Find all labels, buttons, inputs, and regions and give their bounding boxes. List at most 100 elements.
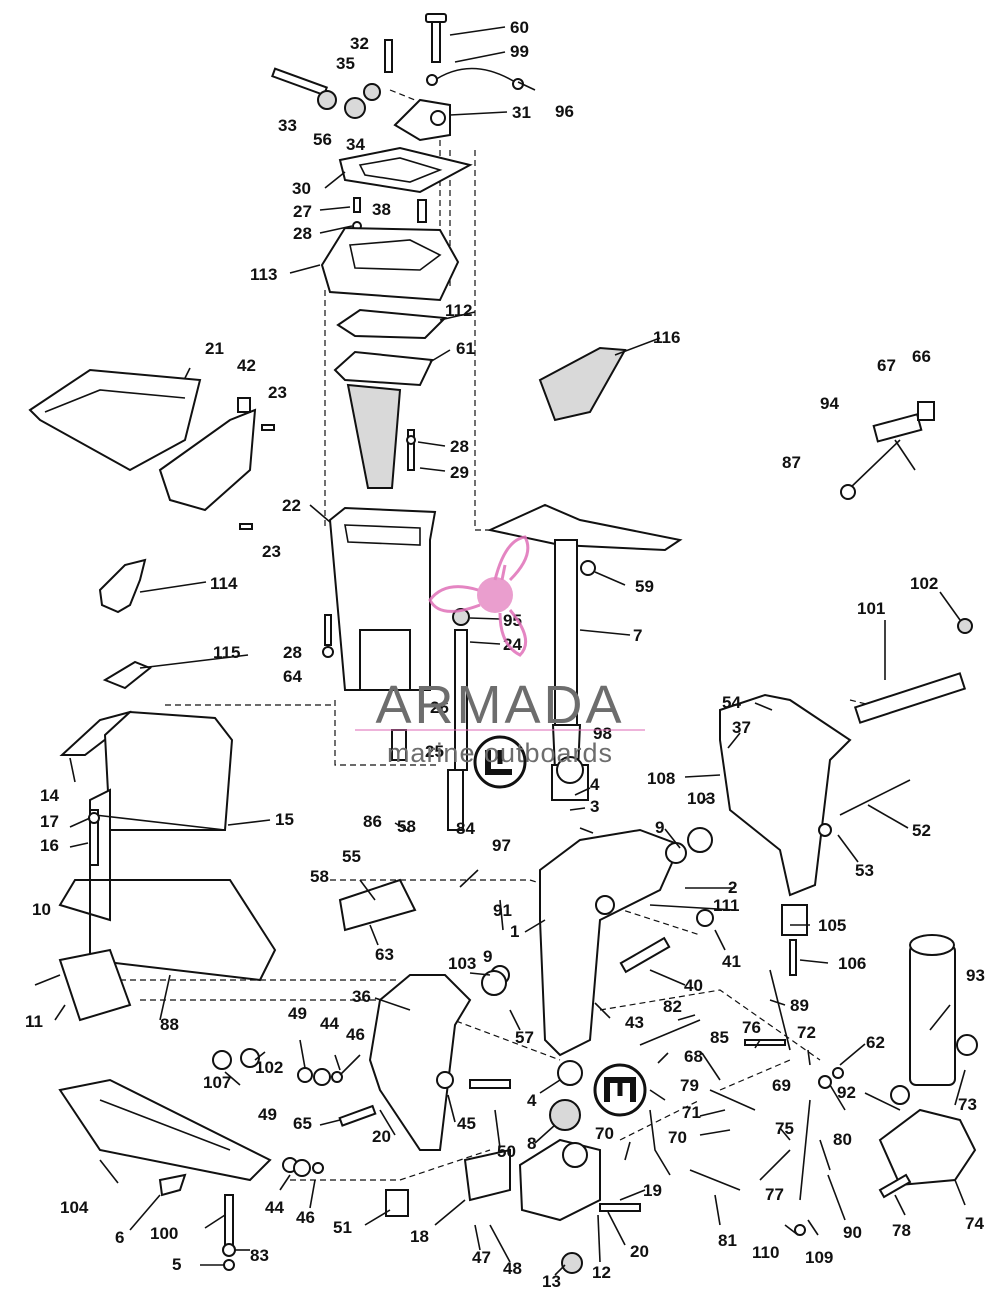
callout-20-lower: 20 bbox=[630, 1242, 649, 1261]
callout-70-b: 70 bbox=[668, 1128, 687, 1147]
lower-unit-cover bbox=[58, 948, 272, 1271]
callout-36: 36 bbox=[352, 987, 371, 1006]
callout-104: 104 bbox=[60, 1198, 89, 1217]
callout-54: 54 bbox=[722, 693, 741, 712]
callout-91: 91 bbox=[493, 901, 512, 920]
callout-3: 3 bbox=[590, 797, 599, 816]
callout-27: 27 bbox=[293, 202, 312, 221]
callout-79: 79 bbox=[680, 1076, 699, 1095]
callout-74: 74 bbox=[965, 1214, 984, 1233]
water-tube bbox=[391, 608, 470, 831]
callout-15: 15 bbox=[275, 810, 294, 829]
callout-26: 26 bbox=[430, 698, 449, 717]
lower-cowl bbox=[28, 368, 275, 530]
callout-16: 16 bbox=[40, 836, 59, 855]
grease-symbol-top bbox=[473, 735, 527, 789]
callout-73: 73 bbox=[958, 1095, 977, 1114]
clamp-and-bushings bbox=[463, 1060, 641, 1274]
callout-66: 66 bbox=[912, 347, 931, 366]
callout-22: 22 bbox=[282, 496, 301, 515]
callout-38: 38 bbox=[372, 200, 391, 219]
callout-90: 90 bbox=[843, 1223, 862, 1242]
callout-62: 62 bbox=[866, 1033, 885, 1052]
callout-19: 19 bbox=[643, 1181, 662, 1200]
callout-76: 76 bbox=[742, 1018, 761, 1037]
shift-lever-assembly bbox=[840, 401, 935, 500]
callout-29: 29 bbox=[450, 463, 469, 482]
callout-87: 87 bbox=[782, 453, 801, 472]
callout-102: 102 bbox=[910, 574, 938, 593]
callout-112: 112 bbox=[445, 301, 472, 320]
callout-107: 107 bbox=[203, 1073, 231, 1092]
callout-28-left: 28 bbox=[283, 643, 302, 662]
hardware-left bbox=[212, 878, 417, 1217]
callout-46: 46 bbox=[346, 1025, 365, 1044]
callout-67: 67 bbox=[877, 356, 896, 375]
callout-49: 49 bbox=[288, 1004, 307, 1023]
callout-88: 88 bbox=[160, 1015, 179, 1034]
callout-46-lower: 46 bbox=[296, 1208, 315, 1227]
midsection-housing bbox=[58, 710, 277, 982]
tiller-handle bbox=[486, 346, 683, 771]
callout-89: 89 bbox=[790, 996, 809, 1015]
callout-70: 70 bbox=[595, 1124, 614, 1143]
callout-102-lower: 102 bbox=[255, 1058, 283, 1077]
callout-94: 94 bbox=[820, 394, 839, 413]
callout-75: 75 bbox=[775, 1119, 794, 1138]
callout-96: 96 bbox=[555, 102, 574, 121]
callout-47: 47 bbox=[472, 1248, 491, 1267]
callout-23: 23 bbox=[268, 383, 287, 402]
callout-41: 41 bbox=[722, 952, 741, 971]
callout-40: 40 bbox=[684, 976, 703, 995]
callout-101: 101 bbox=[857, 599, 885, 618]
callout-labels: 60 32 99 35 96 33 56 34 31 30 27 38 28 1… bbox=[25, 18, 985, 1291]
callout-35: 35 bbox=[336, 54, 355, 73]
assembly-guide-lines bbox=[110, 89, 871, 1181]
callout-24: 24 bbox=[503, 635, 522, 654]
callout-44-lower: 44 bbox=[265, 1198, 284, 1217]
callout-53: 53 bbox=[855, 861, 874, 880]
callout-4: 4 bbox=[590, 775, 600, 794]
callout-111: 111 bbox=[713, 896, 740, 915]
callout-85: 85 bbox=[710, 1028, 729, 1047]
callout-59: 59 bbox=[635, 577, 654, 596]
callout-63: 63 bbox=[375, 945, 394, 964]
callout-32: 32 bbox=[350, 34, 369, 53]
callout-14: 14 bbox=[40, 786, 59, 805]
callout-80: 80 bbox=[833, 1130, 852, 1149]
callout-17: 17 bbox=[40, 812, 59, 831]
swivel-cap-assembly bbox=[271, 13, 524, 194]
callout-6: 6 bbox=[115, 1228, 124, 1247]
callout-110: 110 bbox=[752, 1243, 779, 1262]
callout-9: 9 bbox=[655, 818, 664, 837]
callout-30: 30 bbox=[292, 179, 311, 198]
callout-37: 37 bbox=[732, 718, 751, 737]
callout-9-lower: 9 bbox=[483, 947, 492, 966]
callout-103-lower: 103 bbox=[448, 954, 476, 973]
callout-12: 12 bbox=[592, 1263, 611, 1282]
callout-61: 61 bbox=[456, 339, 475, 358]
exhaust-housing bbox=[322, 506, 437, 691]
callout-20: 20 bbox=[372, 1127, 391, 1146]
callout-7: 7 bbox=[633, 626, 642, 645]
tilt-lock-linkage bbox=[639, 969, 831, 1236]
callout-21: 21 bbox=[205, 339, 224, 358]
callout-43: 43 bbox=[625, 1013, 644, 1032]
callout-57: 57 bbox=[515, 1028, 534, 1047]
stern-bracket-right bbox=[719, 618, 973, 976]
grease-symbol-bottom bbox=[593, 1063, 647, 1117]
callout-95: 95 bbox=[503, 611, 522, 630]
callout-114: 114 bbox=[210, 574, 238, 593]
callout-52: 52 bbox=[912, 821, 931, 840]
tilt-cylinder bbox=[818, 934, 978, 1199]
callout-106: 106 bbox=[838, 954, 866, 973]
callout-116: 116 bbox=[653, 328, 680, 347]
callout-81: 81 bbox=[718, 1231, 737, 1250]
callout-50: 50 bbox=[497, 1142, 516, 1161]
callout-84: 84 bbox=[456, 819, 475, 838]
callout-11: 11 bbox=[25, 1012, 43, 1031]
callout-82: 82 bbox=[663, 997, 682, 1016]
callout-105: 105 bbox=[818, 916, 846, 935]
callout-49-lower: 49 bbox=[258, 1105, 277, 1124]
